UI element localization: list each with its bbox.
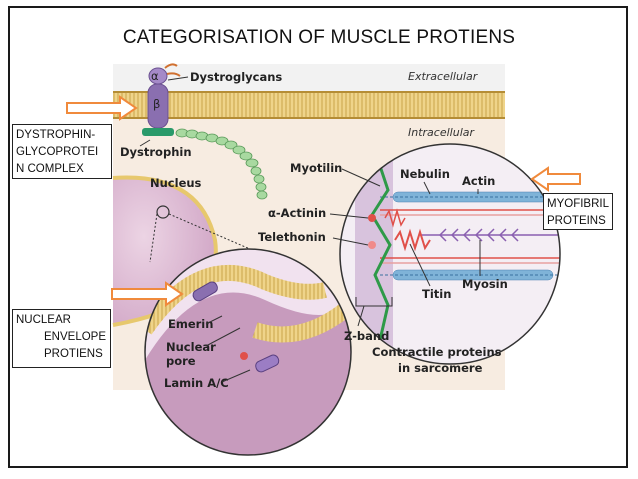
myosin-label: Myosin: [462, 277, 508, 291]
dystrophin-box-line-1: DYSTROPHIN-: [16, 129, 96, 141]
dystrophin-box-line-2: GLYCOPROTEI: [16, 146, 99, 158]
nuclear-envelope-magnified: [144, 248, 352, 456]
beta-label: β: [153, 97, 160, 111]
z-band-label: Z-band: [344, 329, 389, 343]
myofibril-box-line-1: MYOFIBRIL: [547, 198, 609, 210]
titin-label: Titin: [422, 287, 451, 301]
telethonin-label: Telethonin: [258, 230, 326, 244]
emerin-label: Emerin: [168, 317, 213, 331]
zoom-marker: [156, 205, 170, 219]
nuclear-pore-label-1: Nuclear: [166, 340, 216, 354]
contractile-label-2: in sarcomere: [398, 361, 483, 375]
myotilin-label: Myotilin: [290, 161, 342, 175]
dystrophin-box-line-3: N COMPLEX: [16, 163, 84, 175]
arrow-dystrophin-icon: [66, 95, 138, 121]
extracellular-label: Extracellular: [408, 70, 479, 83]
sarcolemma-membrane: [113, 92, 505, 118]
alpha-actinin-label: α-Actinin: [268, 206, 326, 220]
nuclear-envelope-box: NUCLEAR ENVELOPE PROTIENS: [12, 309, 111, 368]
nuclear-box-line-1: NUCLEAR: [16, 314, 71, 326]
nuclear-box-line-2: ENVELOPE: [44, 331, 106, 343]
nuclear-pore-label-2: pore: [166, 354, 196, 368]
myofibril-box-line-2: PROTEINS: [547, 215, 606, 227]
nucleus-label: Nucleus: [150, 176, 202, 190]
arrow-nuclear-icon: [111, 281, 184, 307]
arrow-myofibril-icon: [530, 166, 581, 192]
nebulin-label: Nebulin: [400, 167, 450, 181]
nuclear-box-line-3: PROTIENS: [44, 348, 103, 360]
intracellular-label: Intracellular: [408, 126, 475, 139]
slide-title: CATEGORISATION OF MUSCLE PROTIENS: [122, 27, 516, 48]
actin-label: Actin: [462, 174, 495, 188]
dystrophin-chain-icon: [175, 128, 268, 200]
dystroglycans-label: Dystroglycans: [190, 70, 282, 84]
dystrophin-label: Dystrophin: [120, 145, 192, 159]
contractile-label-1: Contractile proteins: [372, 345, 502, 359]
dystroglycan-icon: [142, 63, 181, 136]
myofibril-box: MYOFIBRIL PROTEINS: [543, 193, 613, 230]
lamin-label: Lamin A/C: [164, 376, 229, 390]
alpha-label: α: [151, 69, 159, 83]
dystrophin-complex-box: DYSTROPHIN- GLYCOPROTEI N COMPLEX: [12, 124, 112, 179]
